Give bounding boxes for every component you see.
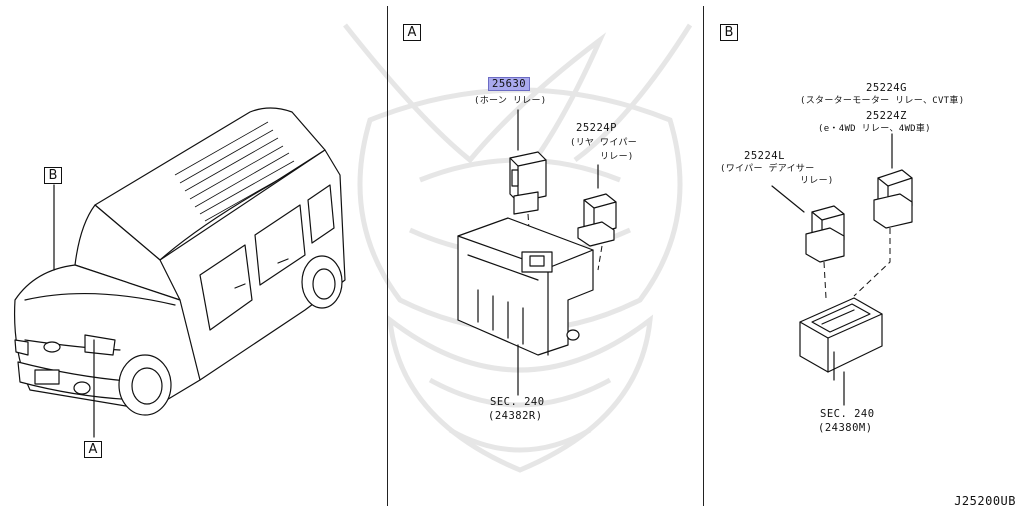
rear-wiper-relay-description-2: リレー) — [600, 152, 634, 162]
wiper-deicer-relay-part-number[interactable]: 25224L — [744, 150, 785, 162]
starter-relay-part-number[interactable]: 25224G — [866, 82, 907, 94]
panel-b-label: B — [720, 24, 738, 41]
overview-callout-b[interactable]: B — [44, 167, 62, 184]
rear-wiper-relay-part-number[interactable]: 25224P — [576, 122, 617, 134]
panel-divider-left — [387, 6, 388, 506]
horn-relay-part-highlight[interactable]: 25630 — [488, 77, 531, 91]
e4wd-relay-description: (e・4WD リレー、4WD車) — [818, 124, 931, 134]
vehicle-illustration — [14, 107, 346, 438]
panel-b-section-reference[interactable]: SEC. 240 — [820, 408, 875, 420]
horn-relay-description: (ホーン リレー) — [474, 96, 547, 106]
panel-a-section-part: (24382R) — [488, 410, 543, 422]
wiper-deicer-relay-description-2: リレー) — [800, 176, 834, 186]
diagram-code: J25200UB — [954, 494, 1016, 508]
starter-relay-description: (スターターモーター リレー、CVT車) — [800, 96, 965, 106]
rear-wiper-relay-description-1: (リヤ ワイパー — [570, 138, 638, 148]
panel-a-drawing — [457, 109, 617, 396]
wiper-deicer-relay-description-1: (ワイパー デアイサー — [720, 164, 815, 174]
horn-relay-part-number[interactable]: 25630 — [488, 77, 531, 91]
overview-callout-a[interactable]: A — [84, 441, 102, 458]
panel-a-section-reference[interactable]: SEC. 240 — [490, 396, 545, 408]
panel-b-drawing — [771, 133, 913, 406]
panel-divider-right — [703, 6, 704, 506]
e4wd-relay-part-number[interactable]: 25224Z — [866, 110, 907, 122]
panel-a-label: A — [403, 24, 421, 41]
panel-b-section-part: (24380M) — [818, 422, 873, 434]
